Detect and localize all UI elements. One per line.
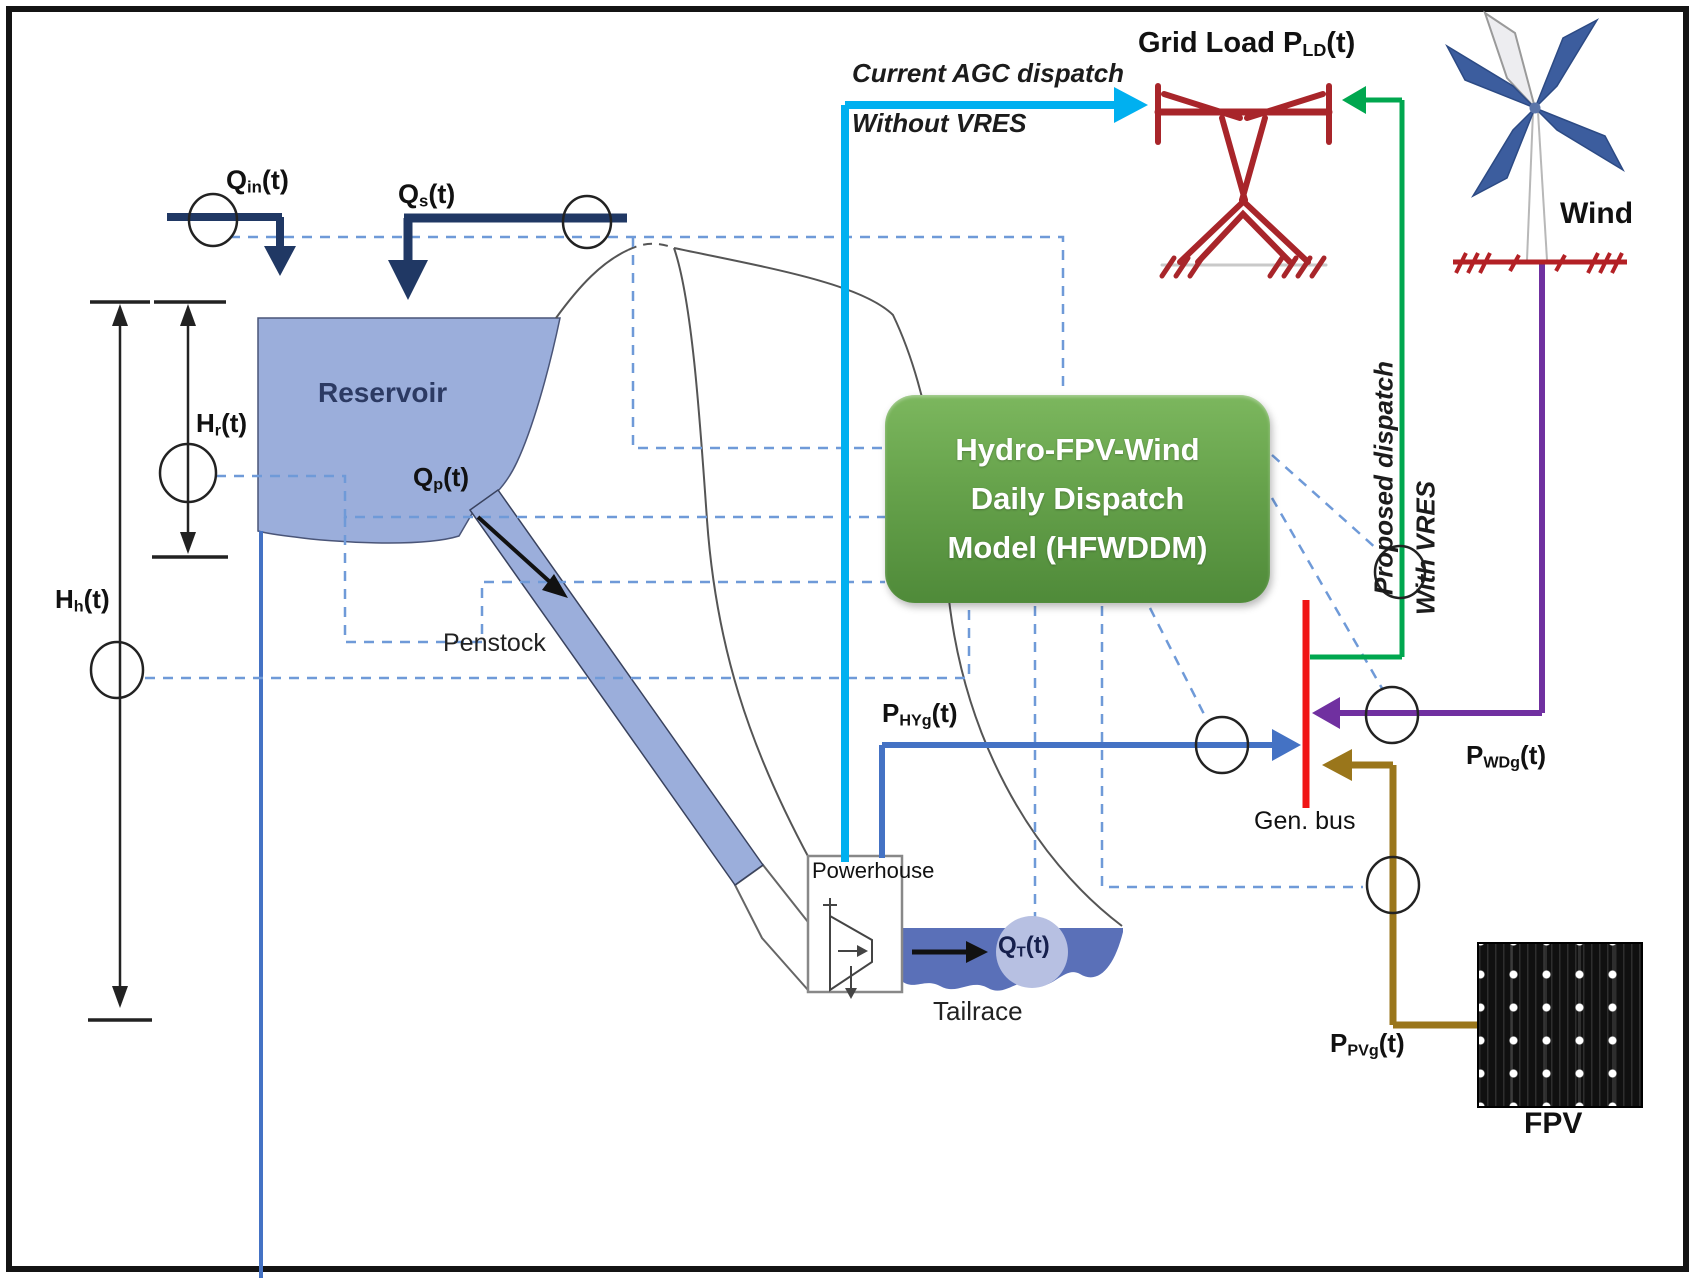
label-fpv: FPV <box>1524 1107 1583 1140</box>
transmission-tower-icon <box>1154 83 1333 279</box>
label-q-s: Qs(t) <box>398 179 456 211</box>
powerhouse-box <box>806 854 904 999</box>
reservoir-shape <box>257 317 561 544</box>
hr-sensor-circle <box>158 442 218 504</box>
label-q-in: Qin(t) <box>226 165 289 197</box>
tailrace-shape <box>903 916 1123 991</box>
current-agc-dispatch-line <box>841 87 1148 862</box>
fpv-power-line <box>1322 749 1477 1029</box>
wind-power-line <box>1312 263 1545 729</box>
hydro-sensor-circle <box>1194 715 1250 775</box>
label-p-wdg: PWDg(t) <box>1466 740 1547 772</box>
wind-turbine-icon <box>1445 10 1627 274</box>
label-agc-dispatch-2: Without VRES <box>852 108 1027 138</box>
sensor-circles <box>89 192 1427 915</box>
qs-sensor-circle <box>561 194 613 250</box>
label-h-r: Hr(t) <box>196 408 248 440</box>
label-tailrace: Tailrace <box>933 996 1023 1026</box>
datum-line <box>259 531 263 1278</box>
solar-panel-icon <box>1477 942 1643 1108</box>
hydro-power-line <box>879 729 1301 858</box>
hfwddm-model-box: Hydro-FPV-Wind Daily Dispatch Model (HFW… <box>885 395 1270 603</box>
qs-flow-arrow <box>388 213 627 300</box>
qin-sensor-circle <box>187 192 239 248</box>
qin-flow-arrow <box>167 213 296 276</box>
label-proposed-dispatch-1: Proposed dispatch <box>1368 360 1399 596</box>
label-wind: Wind <box>1560 197 1634 230</box>
frame-border <box>6 6 1689 1272</box>
hh-measure-arrow <box>88 300 152 1022</box>
label-proposed-dispatch-2: With VRES <box>1410 480 1441 616</box>
hr-measure-arrow <box>152 300 228 559</box>
label-h-h: Hh(t) <box>55 584 110 616</box>
label-p-hyg: PHYg(t) <box>882 698 958 730</box>
label-grid-load: Grid Load PLD(t) <box>1138 27 1356 60</box>
fpv-sensor-circle <box>1365 855 1421 915</box>
dispatch-sensor-circle <box>1373 544 1427 600</box>
label-q-t: QT(t) <box>998 932 1050 961</box>
label-gen-bus: Gen. bus <box>1254 807 1356 835</box>
model-box-line-1: Hydro-FPV-Wind <box>955 432 1200 467</box>
label-p-pvg: PPVg(t) <box>1330 1028 1405 1060</box>
label-powerhouse: Powerhouse <box>812 858 935 883</box>
qt-highlight-circle <box>996 916 1068 988</box>
proposed-dispatch-line <box>1310 86 1405 660</box>
wind-sensor-circle <box>1364 685 1420 745</box>
tailrace-flow-arrow <box>912 941 988 963</box>
measurement-dashed-lines <box>145 235 1385 923</box>
qp-flow-arrow <box>476 515 568 598</box>
label-reservoir: Reservoir <box>318 377 448 408</box>
label-q-p: Qp(t) <box>413 462 470 494</box>
label-agc-dispatch-1: Current AGC dispatch <box>852 58 1125 88</box>
turbine-icon <box>823 898 873 999</box>
penstock-shape <box>468 488 809 993</box>
model-box-line-3: Model (HFWDDM) <box>947 530 1208 565</box>
model-box-line-2: Daily Dispatch <box>970 481 1185 516</box>
hh-sensor-circle <box>89 640 145 700</box>
label-penstock: Penstock <box>443 629 546 657</box>
